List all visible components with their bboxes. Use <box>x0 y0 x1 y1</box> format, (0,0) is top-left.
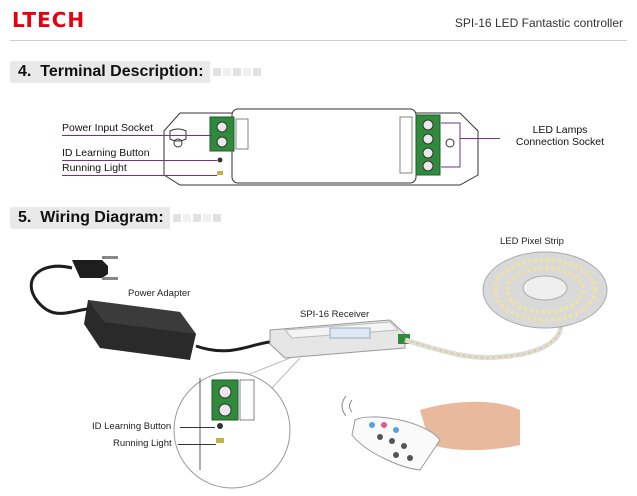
section-terminal-description: 4. Terminal Description: <box>10 60 262 84</box>
label-running-light: Running Light <box>62 162 127 174</box>
label-led-lamps-connection-socket: LED Lamps Connection Socket <box>505 124 615 148</box>
leader-led-lamps <box>460 138 500 139</box>
label-id-learning-button: ID Learning Button <box>62 147 150 159</box>
leader-zoom-id-learning <box>180 427 215 428</box>
leader-running-light <box>62 175 217 176</box>
leader-id-learning <box>62 160 217 161</box>
label-led-lamps-line2: Connection Socket <box>515 136 605 148</box>
label-spi16-receiver: SPI-16 Receiver <box>300 309 370 320</box>
heading-dots-decoration <box>172 213 222 223</box>
label-led-pixel-strip: LED Pixel Strip <box>500 236 564 247</box>
leader-zoom-running-light <box>178 444 216 445</box>
label-led-lamps-line1: LED Lamps <box>532 124 588 136</box>
header-divider <box>10 40 627 41</box>
brand-logo: LTECH <box>12 8 86 32</box>
section-title: Wiring Diagram: <box>40 209 164 226</box>
controller-top-view-drawing <box>163 108 479 186</box>
label-zoom-id-learning-button: ID Learning Button <box>92 421 172 432</box>
page-title: SPI-16 LED Fantastic controller <box>454 16 623 30</box>
section-number: 4. <box>18 63 32 80</box>
section-heading: 4. Terminal Description: <box>10 61 210 83</box>
section-number: 5. <box>18 209 32 226</box>
section-wiring-diagram: 5. Wiring Diagram: <box>10 206 222 230</box>
wiring-diagram-drawing <box>29 251 608 489</box>
label-power-input-socket: Power Input Socket <box>62 122 154 134</box>
label-zoom-running-light: Running Light <box>113 438 172 449</box>
leader-power-input <box>62 135 212 136</box>
section-title: Terminal Description: <box>40 63 204 80</box>
section-heading: 5. Wiring Diagram: <box>10 207 170 229</box>
heading-dots-decoration <box>212 67 262 77</box>
label-power-adapter: Power Adapter <box>128 288 191 299</box>
